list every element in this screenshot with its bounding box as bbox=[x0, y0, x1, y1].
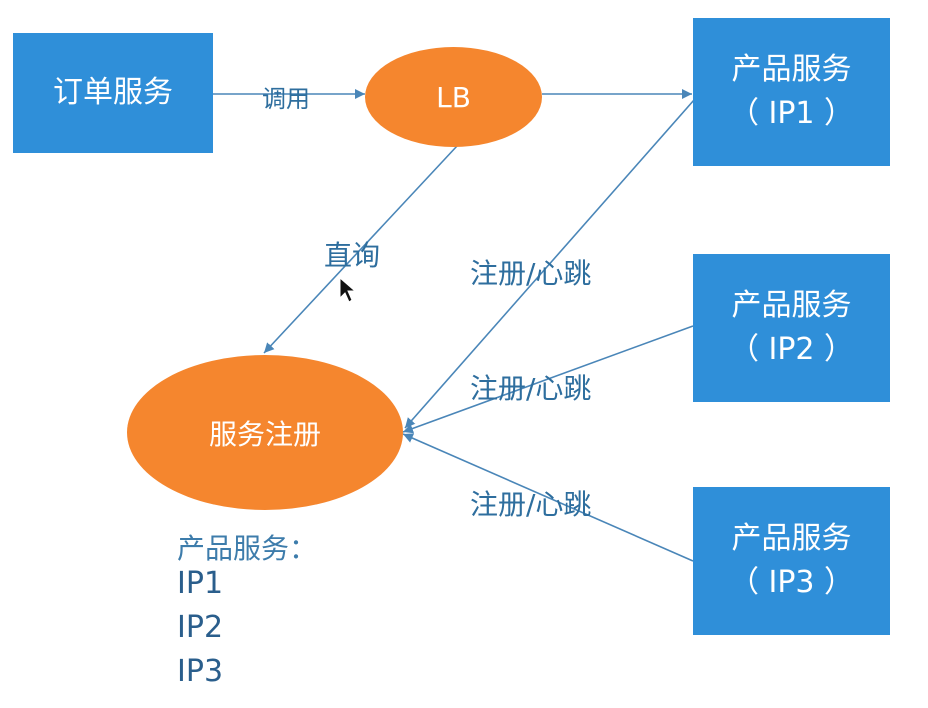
edge-product2-to-registry bbox=[402, 325, 694, 434]
order-service-label: 订单服务 bbox=[53, 75, 173, 110]
edge-product1-to-registry bbox=[404, 99, 695, 429]
product-service-1-ip: （ IP1 ） bbox=[728, 96, 855, 131]
edge-lb-to-registry bbox=[263, 145, 458, 354]
registry-list-title: 产品服务： bbox=[177, 532, 318, 565]
product-service-2-ip: （ IP2 ） bbox=[728, 332, 855, 367]
edge-label-register-1: 注册/心跳 bbox=[470, 257, 592, 290]
product-service-1-box[interactable]: 产品服务 （ IP1 ） bbox=[693, 18, 890, 166]
lb-ellipse[interactable]: LB bbox=[365, 47, 542, 147]
product-service-3-ip: （ IP3 ） bbox=[728, 565, 855, 600]
registry-list-item-ip1: IP1 bbox=[177, 566, 224, 601]
service-registry-label: 服务注册 bbox=[208, 417, 321, 451]
registry-list-item-ip2: IP2 bbox=[177, 610, 224, 645]
edge-label-register-3: 注册/心跳 bbox=[470, 488, 592, 521]
lb-label: LB bbox=[436, 80, 471, 114]
registry-list-item-ip3: IP3 bbox=[177, 654, 224, 689]
product-service-3-title: 产品服务 bbox=[731, 521, 852, 556]
product-service-1-title: 产品服务 bbox=[731, 52, 852, 87]
product-service-3-box[interactable]: 产品服务 （ IP3 ） bbox=[693, 487, 890, 635]
edge-label-register-2: 注册/心跳 bbox=[470, 372, 592, 405]
service-registry-ellipse[interactable]: 服务注册 bbox=[127, 355, 403, 510]
product-service-2-box[interactable]: 产品服务 （ IP2 ） bbox=[693, 254, 890, 402]
order-service-box[interactable]: 订单服务 bbox=[13, 33, 213, 153]
edge-product3-to-registry bbox=[402, 433, 694, 562]
edge-label-query: 直询 bbox=[324, 239, 381, 272]
edge-label-call: 调用 bbox=[262, 85, 310, 113]
product-service-2-title: 产品服务 bbox=[731, 288, 852, 323]
